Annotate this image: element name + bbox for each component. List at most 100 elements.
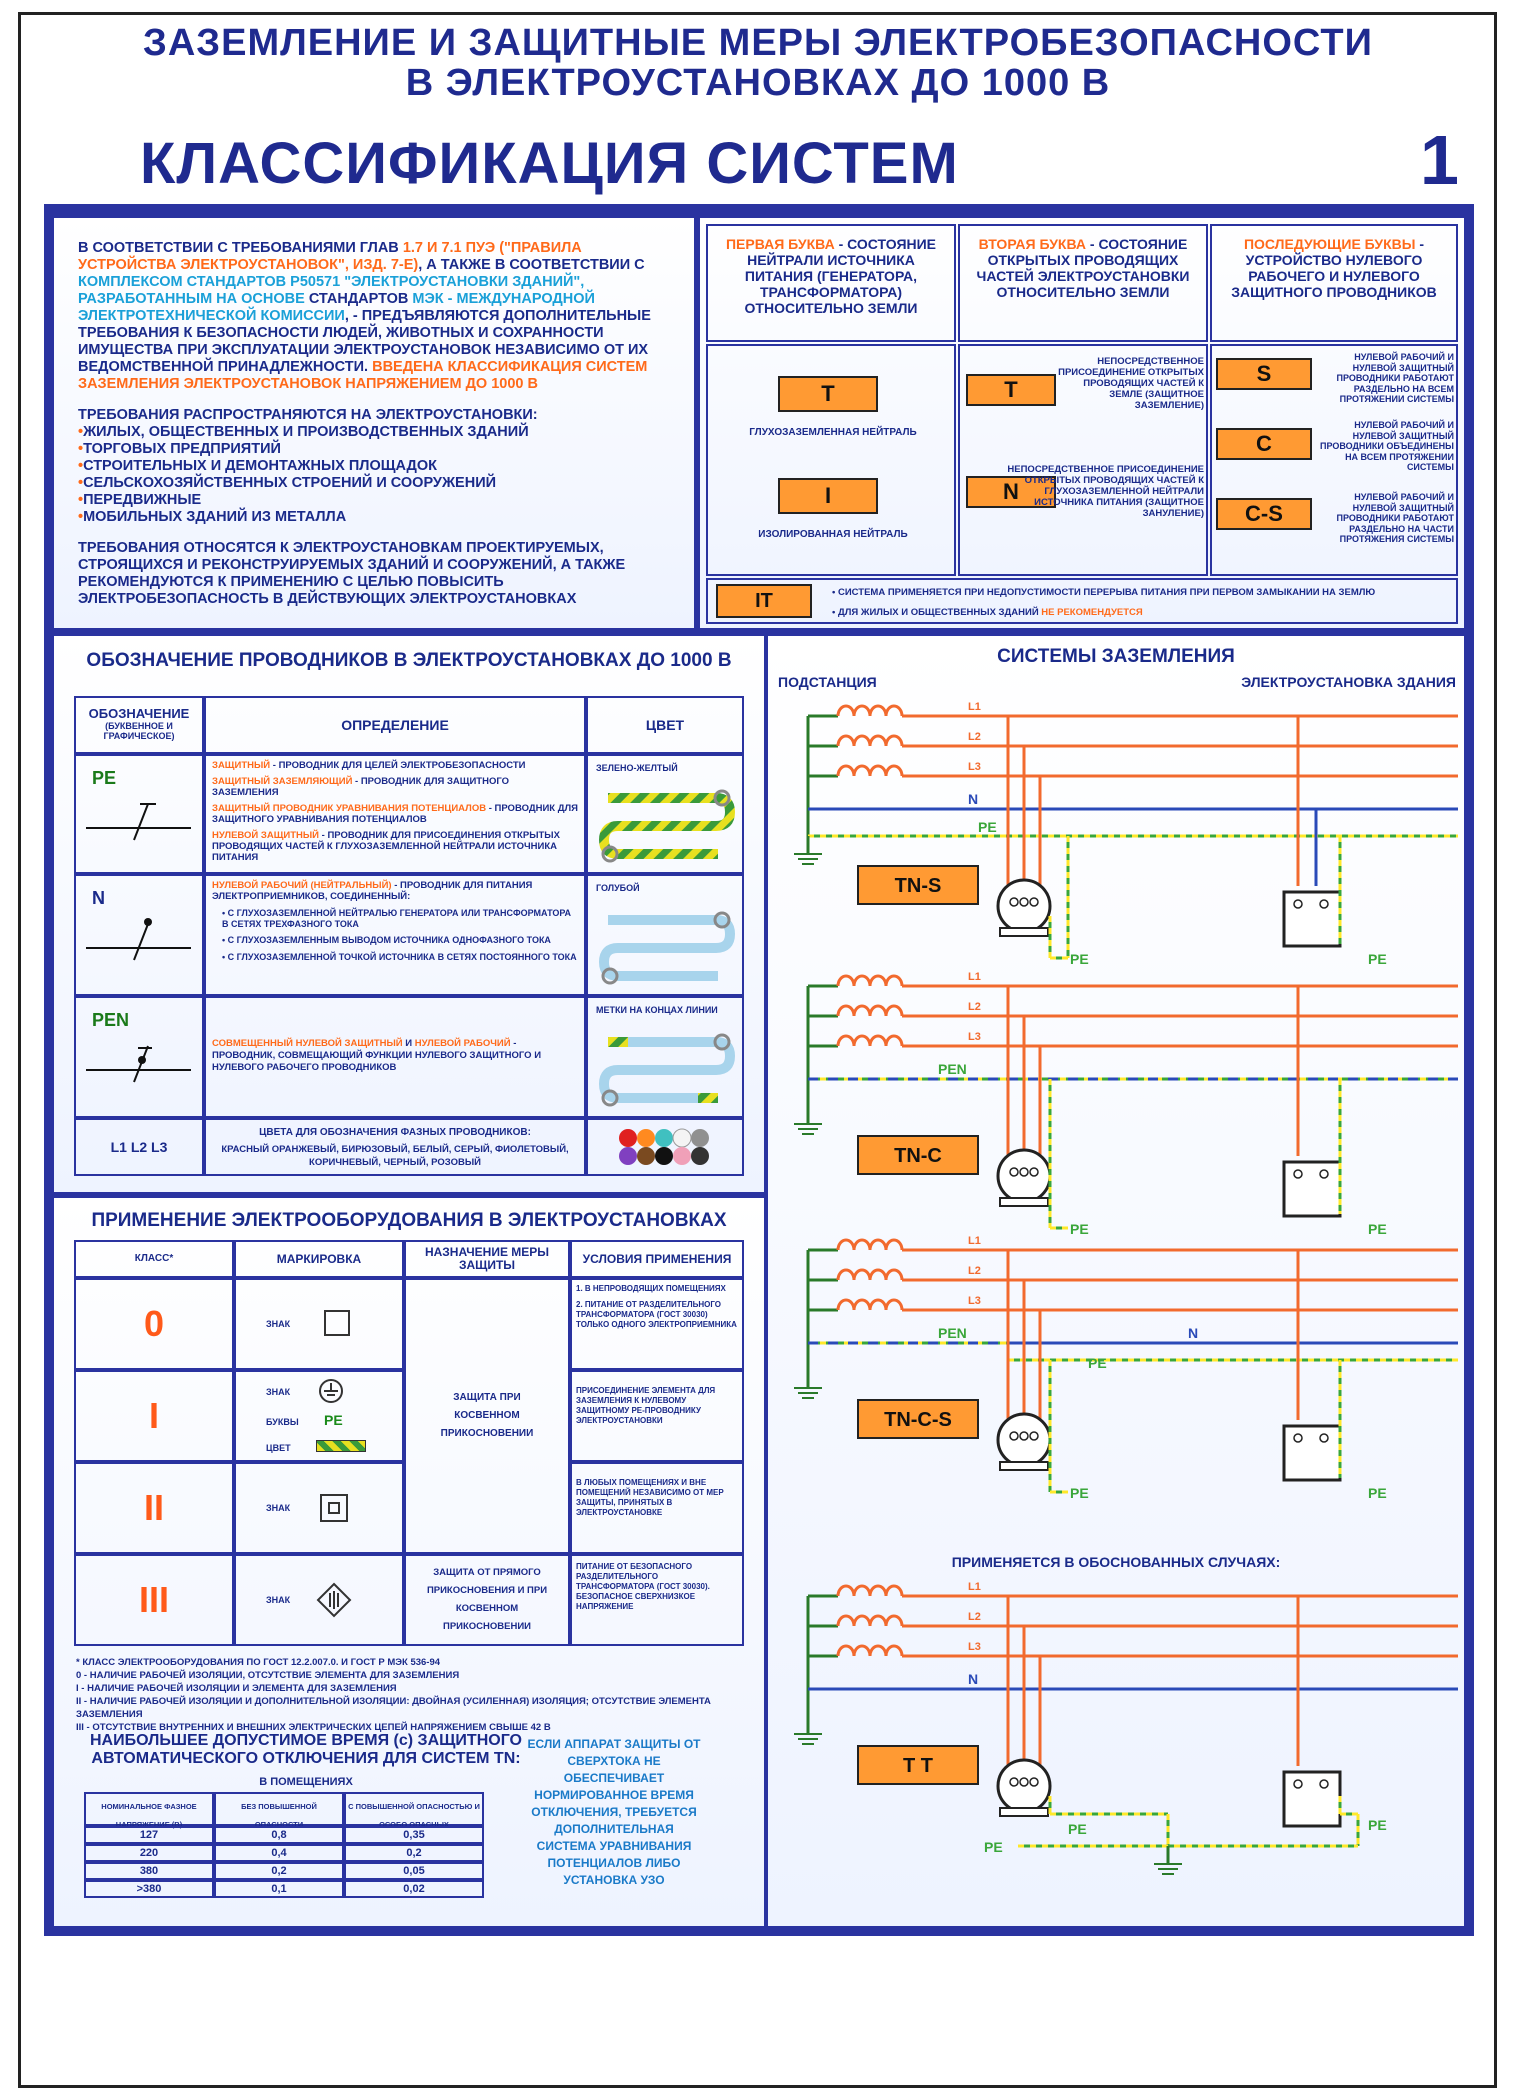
phase-colors-list: КРАСНЫЙ ОРАНЖЕВЫЙ, БИРЮЗОВЫЙ, БЕЛЫЙ, СЕР…	[221, 1144, 569, 1168]
poster-frame	[18, 12, 1497, 2088]
system-name-box	[857, 1135, 979, 1175]
motor-terminal	[1019, 1167, 1029, 1177]
n-label: N	[92, 888, 105, 908]
intro-text-highlight: 1.7 И 7.1 ПУЭ ("ПРАВИЛА УСТРОЙСТВА ЭЛЕКТ…	[78, 240, 582, 273]
letter-IT-box: IT	[716, 584, 812, 618]
time-cell: 380	[84, 1862, 214, 1880]
motor-terminal	[1019, 1431, 1029, 1441]
socket-pin	[1293, 899, 1303, 909]
class-0-marking: ЗНАК	[234, 1278, 404, 1370]
time-cell: 0,2	[344, 1844, 484, 1862]
phase-colors-swatch	[586, 1118, 744, 1176]
eq-h2: МАРКИРОВКА	[234, 1240, 404, 1278]
motor-terminal	[1019, 897, 1029, 907]
letters-col3-body: S НУЛЕВОЙ РАБОЧИЙ И НУЛЕВОЙ ЗАЩИТНЫЙ ПРО…	[1210, 344, 1458, 576]
green-yellow-swatch	[316, 1440, 366, 1452]
letter-T2-box: T	[966, 374, 1056, 406]
pe-label: PE	[92, 768, 117, 788]
systems-section: СИСТЕМЫ ЗАЗЕМЛЕНИЯ ПОДСТАНЦИЯ ЭЛЕКТРОУСТ…	[768, 636, 1464, 1926]
list-item: •ПЕРЕДВИЖНЫЕ	[78, 492, 202, 508]
letter-T-box: T	[778, 376, 878, 412]
n-defs-cell: НУЛЕВОЙ РАБОЧИЙ (НЕЙТРАЛЬНЫЙ) - ПРОВОДНИ…	[204, 874, 586, 996]
ground-sign-icon	[319, 1379, 343, 1403]
time-cell: 0,8	[214, 1826, 344, 1844]
motor-base	[999, 1461, 1049, 1471]
purpose-1: ЗАЩИТА ПРИ КОСВЕННОМ ПРИКОСНОВЕНИИ	[404, 1278, 570, 1554]
socket-icon	[1282, 890, 1342, 948]
equipment-title: ПРИМЕНЕНИЕ ЭЛЕКТРООБОРУДОВАНИЯ В ЭЛЕКТРО…	[91, 1210, 727, 1231]
socket-pin	[1319, 1169, 1329, 1179]
system-name-box	[857, 1399, 979, 1439]
letters-IT-row: IT • СИСТЕМА ПРИМЕНЯЕТСЯ ПРИ НЕДОПУСТИМО…	[706, 578, 1458, 624]
class-II-marking: ЗНАК	[234, 1462, 404, 1554]
n-symbol-cell: N	[74, 874, 204, 996]
time-cell: 0,1	[214, 1880, 344, 1898]
note-line: 0 - НАЛИЧИЕ РАБОЧЕЙ ИЗОЛЯЦИИ, ОТСУТСТВИЕ…	[76, 1670, 460, 1681]
intro-text: , А ТАКЖЕ В СООТВЕТСТВИИ С	[418, 257, 645, 273]
n-def-item: • С ГЛУХОЗАЗЕМЛЕННЫМ ВЫВОДОМ ИСТОЧНИКА О…	[222, 935, 551, 945]
phase-colors-title: ЦВЕТА ДЛЯ ОБОЗНАЧЕНИЯ ФАЗНЫХ ПРОВОДНИКОВ…	[259, 1127, 531, 1138]
list-item: •СЕЛЬСКОХОЗЯЙСТВЕННЫХ СТРОЕНИЙ И СООРУЖЕ…	[78, 475, 497, 491]
phase-label: L2	[968, 1001, 981, 1013]
letter-C-box: C	[1216, 428, 1312, 460]
note-line: III - ОТСУТСТВИЕ ВНУТРЕННИХ И ВНЕШНИХ ЭЛ…	[76, 1722, 551, 1733]
letter-I-desc: ИЗОЛИРОВАННАЯ НЕЙТРАЛЬ	[758, 529, 908, 540]
n-def: НУЛЕВОЙ РАБОЧИЙ (НЕЙТРАЛЬНЫЙ) - ПРОВОДНИ…	[212, 880, 533, 902]
pen-symbol-icon	[86, 1045, 191, 1083]
pen-label: PEN	[92, 1010, 130, 1030]
n-label: N	[1188, 1325, 1198, 1341]
time-h1: НОМИНАЛЬНОЕ ФАЗНОЕ НАПРЯЖЕНИЕ (В)	[84, 1792, 214, 1829]
coil-icon	[836, 1268, 904, 1281]
phase-label: L3	[968, 1295, 981, 1307]
pe-label: PE	[978, 819, 997, 835]
letters-col2-head: ВТОРАЯ БУКВА - СОСТОЯНИЕ ОТКРЫТЫХ ПРОВОД…	[958, 224, 1208, 342]
intro-text: , - ПРЕДЪЯВЛЯЮТСЯ ДОПОЛНИТЕЛЬНЫЕ ТРЕБОВА…	[78, 308, 651, 375]
socket-pin	[1319, 899, 1329, 909]
pen-label: PEN	[938, 1061, 967, 1077]
note-line: II - НАЛИЧИЕ РАБОЧЕЙ ИЗОЛЯЦИИ И ДОПОЛНИТ…	[76, 1696, 711, 1720]
time-note: ЕСЛИ АППАРАТ ЗАЩИТЫ ОТ СВЕРХТОКА НЕ ОБЕС…	[527, 1737, 701, 1887]
main-panel: В СООТВЕТСТВИИ С ТРЕБОВАНИЯМИ ГЛАВ 1.7 И…	[44, 204, 1474, 1936]
time-title: НАИБОЛЬШЕЕ ДОПУСТИМОЕ ВРЕМЯ (с) ЗАЩИТНОГ…	[90, 1732, 522, 1767]
coil-icon	[836, 1644, 904, 1657]
coil-icon	[836, 1034, 904, 1047]
time-h2: БЕЗ ПОВЫШЕННОЙ ОПАСНОСТИ	[214, 1792, 344, 1829]
motor-terminal	[1009, 1431, 1019, 1441]
pe-def: НУЛЕВОЙ ЗАЩИТНЫЙ - ПРОВОДНИК ДЛЯ ПРИСОЕД…	[212, 830, 560, 863]
equipment-section: ПРИМЕНЕНИЕ ЭЛЕКТРООБОРУДОВАНИЯ В ЭЛЕКТРО…	[54, 1198, 764, 1926]
letter-N2-desc: НЕПОСРЕДСТВЕННОЕ ПРИСОЕДИНЕНИЕ ОТКРЫТЫХ …	[1007, 464, 1204, 519]
system-name: TN-C-S	[884, 1409, 952, 1431]
pen-defs-cell: СОВМЕЩЕННЫЙ НУЛЕВОЙ ЗАЩИТНЫЙ И НУЛЕВОЙ Р…	[204, 996, 586, 1118]
time-h3: С ПОВЫШЕННОЙ ОПАСНОСТЬЮ И ОСОБО ОПАСНЫХ	[344, 1792, 484, 1829]
letters-col2-body: T НЕПОСРЕДСТВЕННОЕ ПРИСОЕДИНЕНИЕ ОТКРЫТЫ…	[958, 344, 1208, 576]
intro-text: СТАНДАРТОВ	[304, 291, 413, 307]
letters-col3-head: ПОСЛЕДУЮЩИЕ БУКВЫ - УСТРОЙСТВО НУЛЕВОГО …	[1210, 224, 1458, 342]
pen-label: PEN	[938, 1325, 967, 1341]
phase-label: L1 L2 L3	[74, 1118, 204, 1176]
letter-S-box: S	[1216, 358, 1312, 390]
motor-terminal	[1019, 1777, 1029, 1787]
pe-color-cell: ЗЕЛЕНО-ЖЕЛТЫЙ	[586, 754, 744, 874]
phase-label: L1	[968, 701, 981, 713]
eq-h3: НАЗНАЧЕНИЕ МЕРЫ ЗАЩИТЫ	[404, 1240, 570, 1278]
system-name-box	[857, 865, 979, 905]
cond-2: В ЛЮБЫХ ПОМЕЩЕНИЯХ И ВНЕ ПОМЕЩЕНИЙ НЕЗАВ…	[570, 1462, 744, 1554]
class-III-marking: ЗНАК	[234, 1554, 404, 1646]
coil-icon	[836, 1298, 904, 1311]
time-cell: 0,05	[344, 1862, 484, 1880]
page-number: 1	[1420, 121, 1459, 199]
intro-text-highlight: КОМПЛЕКСОМ СТАНДАРТОВ Р50571 "ЭЛЕКТРОУСТ…	[78, 274, 585, 307]
class-I-label: I	[74, 1370, 234, 1462]
intro-paragraph-3: ТРЕБОВАНИЯ ОТНОСЯТСЯ К ЭЛЕКТРОУСТАНОВКАМ…	[78, 540, 626, 607]
eq-h1: КЛАСС*	[74, 1240, 234, 1278]
motor-base	[999, 1807, 1049, 1817]
conductors-section: ОБОЗНАЧЕНИЕ ПРОВОДНИКОВ В ЭЛЕКТРОУСТАНОВ…	[54, 636, 764, 1192]
pen-color-cell: МЕТКИ НА КОНЦАХ ЛИНИИ	[586, 996, 744, 1118]
equipment-notes: * КЛАСС ЭЛЕКТРООБОРУДОВАНИЯ ПО ГОСТ 12.2…	[76, 1656, 736, 1734]
pe-label: PE	[1368, 1221, 1387, 1237]
time-cell: 0,2	[214, 1862, 344, 1880]
square-icon	[324, 1310, 350, 1336]
n-cable-icon	[598, 911, 736, 985]
socket-icon	[1282, 1770, 1342, 1828]
